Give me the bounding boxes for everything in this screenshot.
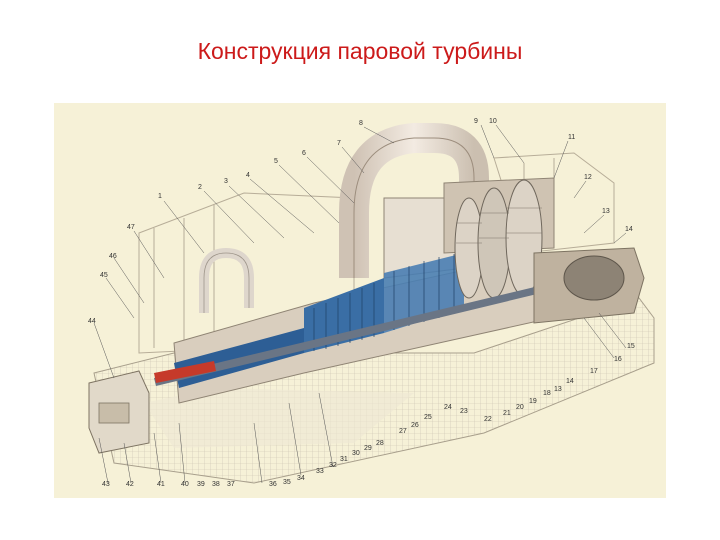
callout-45: 45 [100,272,108,279]
main-shaft [154,268,616,386]
callout-3: 3 [224,178,228,185]
callout-20: 20 [516,404,524,411]
callout-21: 21 [503,410,511,417]
callout-10: 10 [489,118,497,125]
callout-25: 25 [424,414,432,421]
callout-22: 22 [484,416,492,423]
callout-41: 41 [157,481,165,488]
callout-4: 4 [246,172,250,179]
callout-numbers: 1 2 3 4 5 6 7 8 9 10 11 12 13 14 15 16 1… [88,118,635,488]
callout-26: 26 [411,422,419,429]
callout-9: 9 [474,118,478,125]
callout-13: 13 [602,208,610,215]
callout-28: 28 [376,440,384,447]
callout-42: 42 [126,481,134,488]
lp-rotor [454,179,543,299]
slide-title: Конструкция паровой турбины [197,38,523,64]
callout-23: 23 [460,408,468,415]
callout-46: 46 [109,253,117,260]
shaft-red-section [154,361,216,383]
callout-34: 34 [297,475,305,482]
callout-35: 35 [283,479,291,486]
callout-30: 30 [352,450,360,457]
callout-40: 40 [181,481,189,488]
crossover-steam-pipe [339,123,489,278]
callout-47: 47 [127,224,135,231]
callout-33: 33 [316,468,324,475]
callout-44: 44 [88,318,96,325]
callout-27: 27 [399,428,407,435]
callout-29: 29 [364,445,372,452]
callout-14: 14 [625,226,633,233]
turbine-cutaway-diagram: 1 2 3 4 5 6 7 8 9 10 11 12 13 14 15 16 1… [54,103,666,498]
callout-36: 36 [269,481,277,488]
callout-13b: 13 [554,386,562,393]
callout-18: 18 [543,390,551,397]
exhaust-hood [533,247,645,324]
callout-1: 1 [158,193,162,200]
callout-16: 16 [614,356,622,363]
bypass-pipe [199,247,254,313]
callout-37: 37 [227,481,235,488]
callout-43: 43 [102,481,110,488]
callout-32: 32 [329,462,337,469]
callout-15: 15 [627,343,635,350]
front-bearing-pedestal [88,370,150,454]
callout-5: 5 [274,158,278,165]
callout-7: 7 [337,140,341,147]
callout-8: 8 [359,120,363,127]
callout-39: 39 [197,481,205,488]
callout-14b: 14 [566,378,574,385]
callout-12: 12 [584,174,592,181]
callout-17: 17 [590,368,598,375]
callout-31: 31 [340,456,348,463]
callout-38: 38 [212,481,220,488]
turbine-illustration: 1 2 3 4 5 6 7 8 9 10 11 12 13 14 15 16 1… [88,118,655,488]
callout-11: 11 [568,134,575,141]
callout-2: 2 [198,184,202,191]
callout-6: 6 [302,150,306,157]
callout-leaders [93,124,627,484]
callout-24: 24 [444,404,452,411]
callout-19: 19 [529,398,537,405]
